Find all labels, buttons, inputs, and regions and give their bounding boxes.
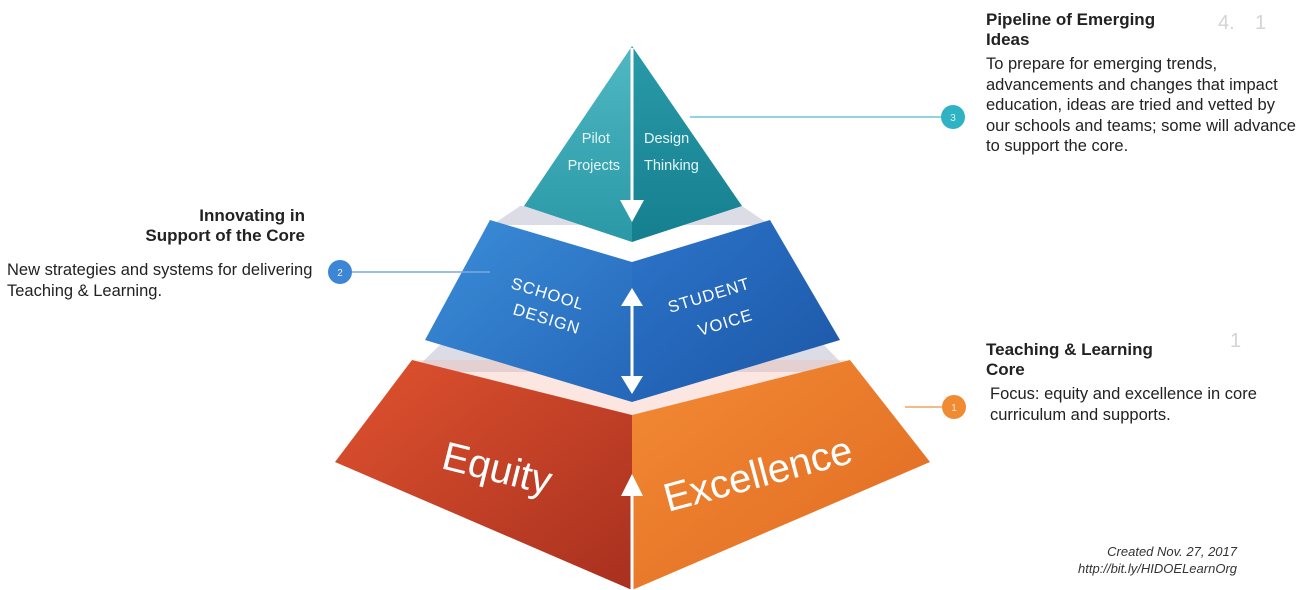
badge-1 bbox=[942, 395, 966, 419]
down-arrow-icon bbox=[620, 48, 644, 222]
badge-2 bbox=[328, 260, 352, 284]
credit: Created Nov. 27, 2017 http://bit.ly/HIDO… bbox=[980, 543, 1237, 577]
callout-innovating: Innovating in Support of the Core New st… bbox=[0, 206, 315, 301]
top-right-label-line2: Thinking bbox=[644, 158, 699, 174]
callout-innovating-title: Innovating in Support of the Core bbox=[0, 206, 305, 246]
callout-core-title: Teaching & Learning Core bbox=[986, 340, 1296, 380]
callout-emerging-title-line1: Pipeline of Emerging bbox=[986, 10, 1156, 29]
top-right-label-line1: Design bbox=[644, 131, 689, 147]
top-left-face bbox=[524, 46, 632, 242]
badge-3 bbox=[941, 105, 965, 129]
up-arrow-icon bbox=[621, 474, 643, 590]
credit-created: Created Nov. 27, 2017 bbox=[1107, 544, 1237, 559]
credit-url: http://bit.ly/HIDOELearnOrg bbox=[1078, 561, 1237, 576]
top-left-label-line2: Projects bbox=[568, 158, 620, 174]
callout-innovating-body: New strategies and systems for deliverin… bbox=[7, 261, 313, 300]
callout-emerging-ideas: Pipeline of Emerging Ideas To prepare fo… bbox=[986, 10, 1296, 157]
middle-left-face bbox=[425, 220, 632, 402]
badge-1-number: 1 bbox=[951, 403, 957, 414]
callout-innovating-title-line2: Support of the Core bbox=[145, 226, 305, 245]
callout-core-title-line2: Core bbox=[986, 360, 1025, 379]
base-right-face bbox=[632, 360, 930, 590]
double-arrow-icon bbox=[621, 288, 643, 394]
callout-core-title-line1: Teaching & Learning bbox=[986, 340, 1153, 359]
badge-3-number: 3 bbox=[950, 113, 956, 124]
callout-emerging-title-line2: Ideas bbox=[986, 30, 1030, 49]
callout-core: Teaching & Learning Core Focus: equity a… bbox=[986, 340, 1296, 425]
callout-emerging-title: Pipeline of Emerging Ideas bbox=[986, 10, 1296, 50]
badge-2-number: 2 bbox=[337, 268, 343, 279]
callout-innovating-title-line1: Innovating in bbox=[199, 206, 305, 225]
callout-emerging-body: To prepare for emerging trends, advancem… bbox=[986, 55, 1296, 155]
top-left-label-line1: Pilot bbox=[582, 131, 610, 147]
middle-right-face bbox=[632, 220, 840, 402]
top-right-face bbox=[632, 46, 742, 242]
callout-core-body: Focus: equity and excellence in core cur… bbox=[990, 385, 1257, 424]
base-left-face bbox=[335, 360, 632, 590]
